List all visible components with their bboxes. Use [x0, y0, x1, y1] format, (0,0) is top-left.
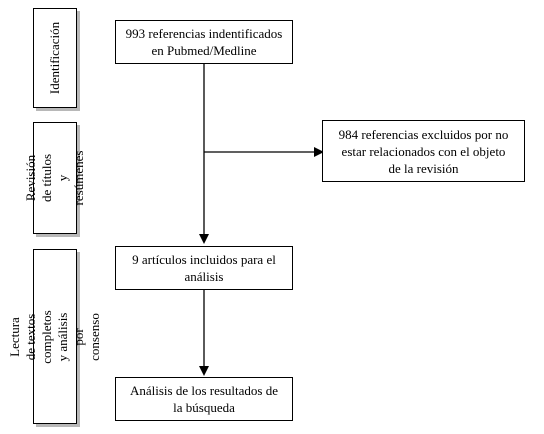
stage-revision: Revisión de títulos y resúmenes	[23, 122, 86, 234]
stage-lectura: Lectura de textos completos y análisis p…	[7, 249, 102, 424]
box-included-text: 9 artículos incluidos para el análisis	[132, 252, 276, 284]
box-included: 9 artículos incluidos para el análisis	[115, 246, 293, 290]
box-identified: 993 referencias indentificados en Pubmed…	[115, 20, 293, 64]
stage-identificacion: Identificación	[33, 8, 77, 108]
box-excluded: 984 referencias excluidos por no estar r…	[322, 120, 525, 182]
box-identified-text: 993 referencias indentificados en Pubmed…	[125, 26, 283, 58]
box-analysis: Análisis de los resultados de la búsqued…	[115, 377, 293, 421]
box-excluded-text: 984 referencias excluidos por no estar r…	[338, 126, 509, 176]
box-analysis-text: Análisis de los resultados de la búsqued…	[129, 383, 279, 415]
